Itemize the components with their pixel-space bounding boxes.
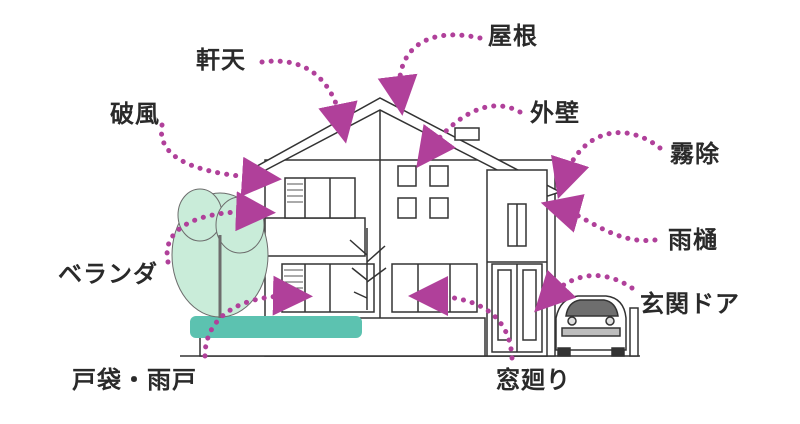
entrance-door	[491, 263, 543, 353]
arrow-veranda	[164, 191, 276, 265]
carport-wall	[629, 307, 639, 357]
label-amadoi: 雨樋	[668, 226, 718, 254]
label-noki: 軒天	[196, 46, 246, 74]
arrow-noki	[259, 58, 358, 144]
hedge	[190, 316, 362, 338]
label-madomawari: 窓廻り	[496, 366, 571, 394]
car	[555, 295, 627, 357]
arrow-amadoi	[540, 194, 658, 244]
arrow-gaiheki	[416, 103, 523, 169]
label-yane: 屋根	[488, 22, 538, 50]
arrow-yane	[377, 32, 483, 116]
label-tobukuro: 戸袋・雨戸	[72, 366, 197, 394]
arrow-madomawari	[408, 276, 515, 361]
bare-tree	[349, 228, 387, 310]
arrow-hafu	[159, 122, 282, 197]
arrow-kirijo	[551, 130, 663, 200]
label-genkan: 玄関ドア	[640, 290, 740, 318]
label-kirijo: 霧除	[670, 140, 720, 168]
upper-windows	[284, 165, 527, 247]
label-veranda: ベランダ	[58, 260, 158, 288]
arrow-genkan	[534, 269, 635, 313]
lower-windows	[281, 263, 478, 313]
label-hafu: 破風	[110, 100, 160, 128]
arrow-tobukuro	[202, 275, 313, 359]
label-gaiheki: 外壁	[530, 99, 580, 127]
